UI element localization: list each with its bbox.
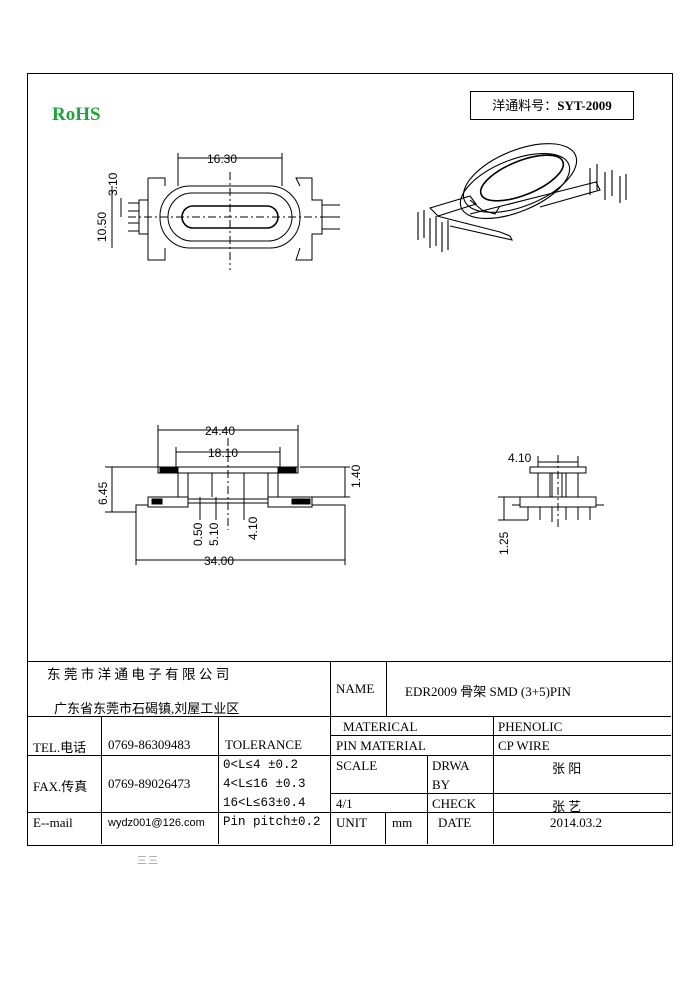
top-view-left-terminal-block xyxy=(138,199,149,235)
scale-label: SCALE xyxy=(336,758,378,773)
tel-label: TEL.电话 xyxy=(33,740,87,755)
divider xyxy=(27,755,671,756)
divider xyxy=(493,716,494,844)
pin-material-value: CP WIRE xyxy=(498,738,550,753)
pin-material-label: PIN MATERIAL xyxy=(336,738,426,753)
side-view-right-pin xyxy=(312,504,346,518)
date-value: 2014.03.2 xyxy=(550,815,602,830)
end-view xyxy=(498,455,604,530)
divider xyxy=(330,793,671,794)
divider xyxy=(27,716,671,717)
by-label: BY xyxy=(432,777,451,792)
iso-left-rail xyxy=(428,195,477,217)
iso-right-rail xyxy=(469,181,601,215)
dim-text-6-45: 6.45 xyxy=(96,481,110,505)
date-label: DATE xyxy=(438,815,472,830)
drawing-frame xyxy=(27,73,673,846)
divider xyxy=(427,755,428,844)
drawn-by: 张 阳 xyxy=(552,761,582,776)
company-name: 东 莞 市 洋 通 电 子 有 限 公 司 xyxy=(47,667,230,682)
dim-text-0-50: 0.50 xyxy=(191,522,205,546)
dim-text-1-40: 1.40 xyxy=(349,464,363,488)
part-number-box: 洋通料号：SYT-2009 xyxy=(470,91,634,120)
top-view-left-base xyxy=(147,177,166,261)
divider xyxy=(27,812,671,813)
iso-core-opening xyxy=(479,154,565,202)
fax-value: 0769-89026473 xyxy=(108,776,191,791)
dim-text-18-10: 18.10 xyxy=(208,446,238,460)
unit-value: mm xyxy=(392,815,413,830)
divider xyxy=(27,661,671,662)
iso-base-plate xyxy=(436,215,514,241)
scan-mark: 三三 xyxy=(137,856,159,867)
tolerance-rule-2: 4<L≤16 ±0.3 xyxy=(223,777,306,791)
side-view-left-base xyxy=(147,496,189,508)
unit-label: UNIT xyxy=(336,815,368,830)
iso-right-pins xyxy=(589,164,627,203)
iso-left-pins xyxy=(417,210,449,252)
divider xyxy=(330,661,331,844)
name-value: EDR2009 骨架 SMD (3+5)PIN xyxy=(405,684,571,699)
email-label: E--mail xyxy=(33,815,73,830)
scale-value: 4/1 xyxy=(336,796,353,811)
dim-text-10-50: 10.50 xyxy=(95,212,109,242)
iso-inner-flange xyxy=(459,152,571,220)
iso-outer-flange xyxy=(462,143,578,213)
isometric-view xyxy=(417,143,627,252)
side-view-post xyxy=(267,472,279,498)
side-view-post xyxy=(177,472,189,498)
end-view-post xyxy=(565,472,579,498)
dim-text-16-30: 16.30 xyxy=(207,152,237,166)
dim-text-24-40: 24.40 xyxy=(205,424,235,438)
name-label: NAME xyxy=(336,681,375,696)
tel-value: 0769-86309483 xyxy=(108,737,191,752)
dim-text-end-4-10: 4.10 xyxy=(508,451,532,465)
top-view xyxy=(111,153,340,270)
divider xyxy=(330,735,671,736)
dim-text-1-25: 1.25 xyxy=(497,531,511,555)
end-view-pins xyxy=(527,507,591,522)
material-value: PHENOLIC xyxy=(498,719,563,734)
end-view-post xyxy=(537,472,551,498)
part-number: SYT-2009 xyxy=(557,98,612,113)
email-value: wydz001@126.com xyxy=(108,817,205,829)
part-number-label: 洋通料号： xyxy=(492,98,558,113)
side-view-pin-pad xyxy=(151,498,163,505)
material-label: MATERICAL xyxy=(343,719,418,734)
tolerance-rule-4: Pin pitch±0.2 xyxy=(223,815,321,829)
check-label: CHECK xyxy=(432,796,477,811)
side-view xyxy=(105,425,350,565)
iso-body xyxy=(469,199,501,215)
side-view-pin-pad xyxy=(291,498,311,505)
side-view-right-base xyxy=(267,496,313,508)
side-view-flange-tab xyxy=(159,467,179,473)
dim-text-3-10: 3.10 xyxy=(106,172,120,196)
divider xyxy=(386,661,387,716)
side-view-left-pin xyxy=(135,504,148,518)
divider xyxy=(385,812,386,844)
tolerance-rule-1: 0<L≤4 ±0.2 xyxy=(223,758,299,772)
side-view-flange-tab xyxy=(277,467,297,473)
dim-text-4-10: 4.10 xyxy=(246,516,260,540)
tolerance-label: TOLERANCE xyxy=(225,737,303,752)
tolerance-rule-3: 16<L≤63±0.4 xyxy=(223,796,306,810)
dim-text-5-10: 5.10 xyxy=(207,522,221,546)
dim-text-34-00: 34.00 xyxy=(204,554,234,568)
rohs-mark: RoHS xyxy=(52,104,101,125)
drwa-label: DRWA xyxy=(432,758,470,773)
checked-by: 张 艺 xyxy=(552,799,582,814)
divider xyxy=(101,716,102,844)
company-address: 广东省东莞市石碣镇,刘屋工业区 xyxy=(54,701,240,716)
fax-label: FAX.传真 xyxy=(33,779,88,794)
divider xyxy=(218,716,219,844)
